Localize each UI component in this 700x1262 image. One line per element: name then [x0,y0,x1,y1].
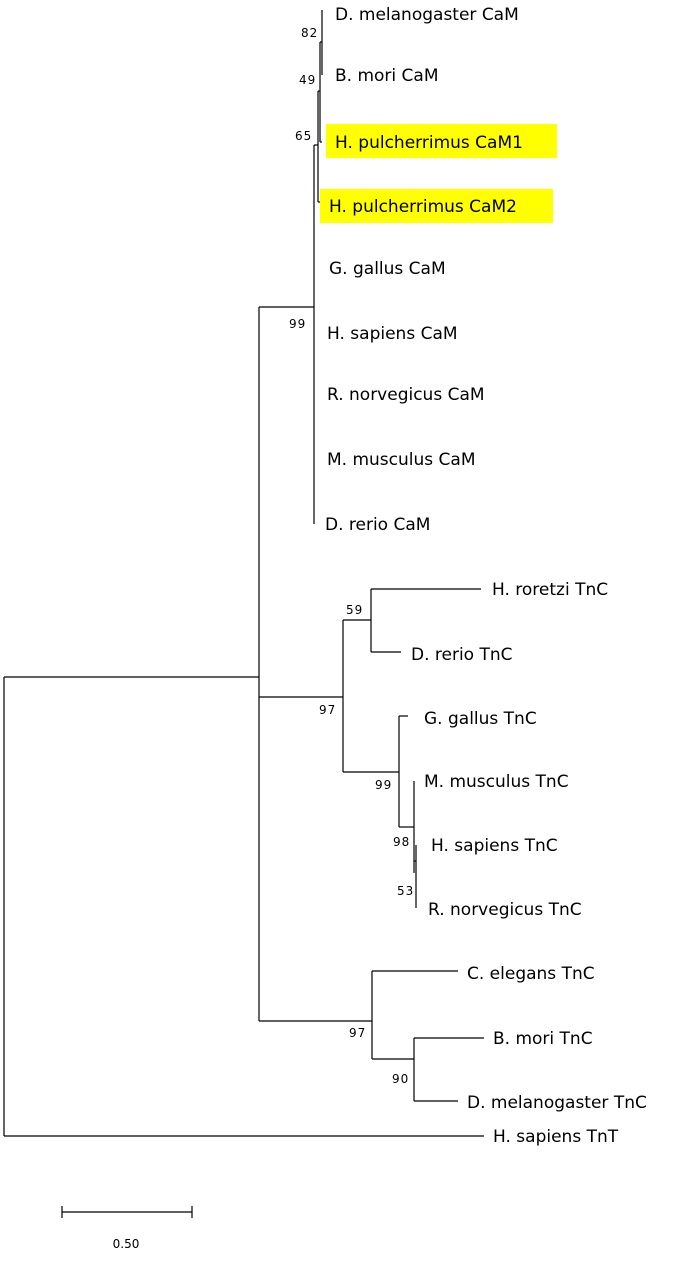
bootstrap-value: 65 [295,129,312,143]
bootstrap-value: 98 [393,835,410,849]
bootstrap-value: 90 [392,1072,409,1086]
taxon-label: B. mori CaM [335,66,439,86]
bootstrap-value: 97 [349,1026,366,1040]
taxon-label: C. elegans TnC [467,964,595,984]
taxon-label: G. gallus TnC [424,709,537,729]
taxon-label: D. melanogaster TnC [467,1093,647,1113]
scale-bar-line [61,1206,193,1218]
highlight-hpul-cam1 [326,124,557,158]
taxon-label: D. rerio CaM [325,515,430,535]
bootstrap-value: 99 [289,317,306,331]
scale-bar: 0.50 [61,1206,193,1251]
bootstrap-value: 49 [299,73,316,87]
taxon-label: H. sapiens CaM [327,324,458,344]
taxon-label: D. rerio TnC [411,645,513,665]
taxon-label: H. pulcherrimus CaM1 [335,133,523,153]
bootstrap-value: 53 [397,884,414,898]
taxon-label: M. musculus TnC [424,772,569,792]
taxon-label: R. norvegicus CaM [327,385,485,405]
bootstrap-value: 59 [346,603,363,617]
taxon-label: H. sapiens TnC [431,836,558,856]
taxon-label: H. pulcherrimus CaM2 [329,197,517,217]
taxon-label: B. mori TnC [493,1029,593,1049]
bootstrap-value: 99 [375,778,392,792]
taxon-label: H. roretzi TnC [492,580,608,600]
bootstrap-value: 82 [301,26,318,40]
taxon-label: G. gallus CaM [329,259,446,279]
highlight-hpul-cam2 [320,189,553,223]
taxon-label: M. musculus CaM [327,450,476,470]
taxon-label: R. norvegicus TnC [428,900,582,920]
bootstrap-value: 97 [319,703,336,717]
taxon-label: D. melanogaster CaM [335,5,519,25]
scale-bar-label: 0.50 [113,1237,140,1251]
taxon-label: H. sapiens TnT [493,1127,619,1147]
